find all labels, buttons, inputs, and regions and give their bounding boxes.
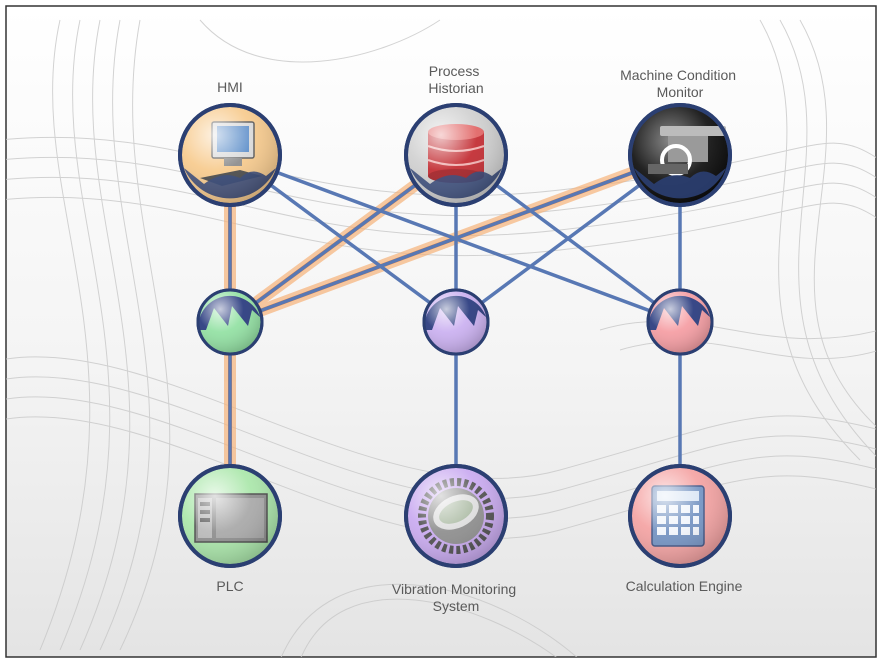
machine-condition-monitor-label: Machine Condition Monitor (620, 67, 740, 100)
machine-condition-monitor-node[interactable] (628, 103, 732, 207)
vibration-monitoring-system-label: Vibration Monitoring System (392, 581, 520, 614)
hmi-label: HMI (217, 79, 243, 95)
process-historian-label: Process Historian (428, 63, 483, 96)
calculation-engine-label: Calculation Engine (626, 578, 743, 594)
calculation-engine-node[interactable] (628, 464, 732, 568)
hub-node-purple[interactable] (422, 288, 490, 356)
vibration-monitoring-system-node[interactable] (404, 464, 508, 568)
plc-label: PLC (216, 578, 243, 594)
hub-node-green[interactable] (196, 288, 264, 356)
camera-monitor-icon (648, 126, 726, 176)
process-historian-node[interactable] (404, 103, 508, 207)
hmi-node[interactable] (178, 103, 282, 207)
hub-node-red[interactable] (646, 288, 714, 356)
plc-node[interactable] (178, 464, 282, 568)
network-links (228, 153, 682, 518)
